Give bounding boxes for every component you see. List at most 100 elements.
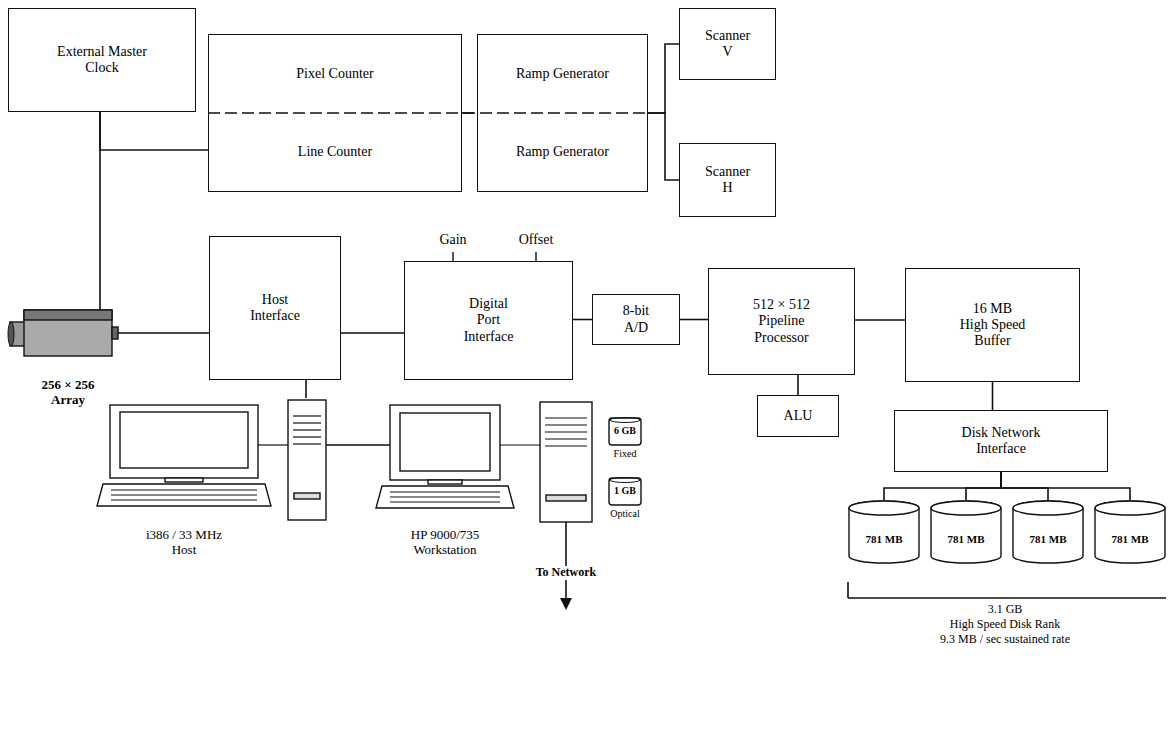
disk-cylinder (849, 501, 919, 563)
drive-icon-top (610, 478, 640, 483)
node-label: 8-bit A/D (616, 303, 656, 335)
keyboard (376, 486, 514, 508)
node-label: 16 MB High Speed Buffer (959, 301, 1027, 349)
monitor-base (428, 480, 462, 484)
alu-box: ALU (757, 395, 839, 437)
connector-line (1001, 472, 1048, 500)
disk-drive: 781 MB (1012, 500, 1084, 564)
node-label: 256 × 256 Array (28, 378, 108, 408)
camera-connector (112, 327, 118, 339)
connector-line (118, 332, 209, 334)
disk-top (1013, 501, 1083, 515)
network-arrowhead (560, 598, 572, 610)
annotation-label: 1 GB (612, 485, 638, 497)
drive-slot (293, 422, 321, 423)
connector-line (648, 44, 679, 113)
connector-line (99, 112, 101, 310)
annotation-label: Fixed (612, 448, 639, 460)
drive-slot (293, 436, 321, 437)
connector-line (341, 332, 404, 334)
node-label: External Master Clock (57, 44, 147, 76)
disk-top (1095, 501, 1165, 515)
connector-line (326, 444, 390, 446)
monitor-base (165, 478, 203, 482)
disk-top (931, 501, 1001, 515)
key-row (111, 494, 257, 495)
key-row (111, 499, 257, 500)
monitor-cable (258, 444, 288, 445)
node-label: Disk Network Interface (951, 425, 1051, 457)
host-computer: i386 / 33 MHz Host (95, 398, 326, 560)
node-label: Ramp Generator (516, 35, 609, 113)
drive-icon-top (610, 418, 640, 423)
connector-line (648, 113, 679, 180)
converter-box: 8-bit A/D (592, 294, 680, 345)
workstation-computer: HP 9000/735 Workstation (390, 400, 600, 560)
drive-icon (609, 418, 641, 445)
node-label: Pixel Counter (296, 35, 373, 113)
annotation-label: Offset (517, 232, 556, 248)
node-label: Digital Port Interface (458, 296, 520, 344)
ramp-generator-box: Ramp GeneratorRamp Generator (477, 34, 648, 192)
key-row (390, 491, 500, 492)
node-label: 781 MB (866, 533, 903, 546)
illustration (848, 500, 920, 564)
clock-box: External Master Clock (8, 8, 196, 112)
gain-lead (452, 252, 453, 261)
connector-line (966, 472, 1001, 500)
offset-lead (535, 252, 536, 261)
bracket-tick (847, 582, 849, 598)
annotation-label: Gain (437, 232, 468, 248)
tower-case (288, 400, 326, 520)
disk-top (849, 501, 919, 515)
interface-box: Host Interface (209, 236, 341, 380)
keyboard (97, 484, 271, 506)
disk-drive: 781 MB (930, 500, 1002, 564)
node-label: Scanner H (700, 164, 755, 196)
scanner-box: Scanner H (679, 143, 776, 217)
node-label: HP 9000/735 Workstation (385, 528, 505, 558)
annotation-label: To Network (534, 566, 599, 580)
connector-line (884, 472, 1001, 500)
node-label: 781 MB (1030, 533, 1067, 546)
connector-line (573, 319, 592, 321)
disk-cylinder (931, 501, 1001, 563)
illustration (1012, 500, 1084, 564)
camera-body (24, 310, 112, 356)
annotation-label: 3.1 GB (986, 603, 1025, 617)
annotation-label: High Speed Disk Rank (948, 618, 1062, 632)
connector-line (992, 382, 994, 410)
drive-slot (545, 417, 587, 418)
illustration (1094, 500, 1166, 564)
tower-case (540, 402, 592, 522)
camera-lens-front (8, 322, 14, 346)
connector-line (680, 319, 708, 321)
camera-icon: 256 × 256 Array (8, 310, 118, 410)
connector-line (1001, 472, 1130, 500)
monitor (110, 405, 258, 478)
monitor-screen (400, 413, 490, 471)
tower-panel (546, 495, 586, 501)
tower-panel (294, 493, 320, 499)
drive-slot (545, 431, 587, 432)
drive-slot (545, 445, 587, 446)
disk-drive: 781 MB (1094, 500, 1166, 564)
monitor (390, 405, 500, 480)
disk-cylinder (1013, 501, 1083, 563)
illustration (930, 500, 1002, 564)
node-label: 781 MB (948, 533, 985, 546)
node-label: Line Counter (298, 113, 372, 191)
annotation-label: 6 GB (612, 425, 638, 437)
scanner-box: Scanner V (679, 8, 776, 80)
annotation-label: 9.3 MB / sec sustained rate (938, 633, 1072, 647)
processor-box: 512 × 512 Pipeline Processor (708, 268, 855, 375)
interface-box: Disk Network Interface (894, 410, 1108, 472)
connector-line (797, 375, 799, 395)
drive-slot (293, 429, 321, 430)
key-row (111, 489, 257, 490)
bracket-line (848, 597, 1166, 599)
drive-slot (545, 424, 587, 425)
key-row (390, 496, 500, 497)
node-label: ALU (784, 408, 813, 424)
node-label: 781 MB (1112, 533, 1149, 546)
